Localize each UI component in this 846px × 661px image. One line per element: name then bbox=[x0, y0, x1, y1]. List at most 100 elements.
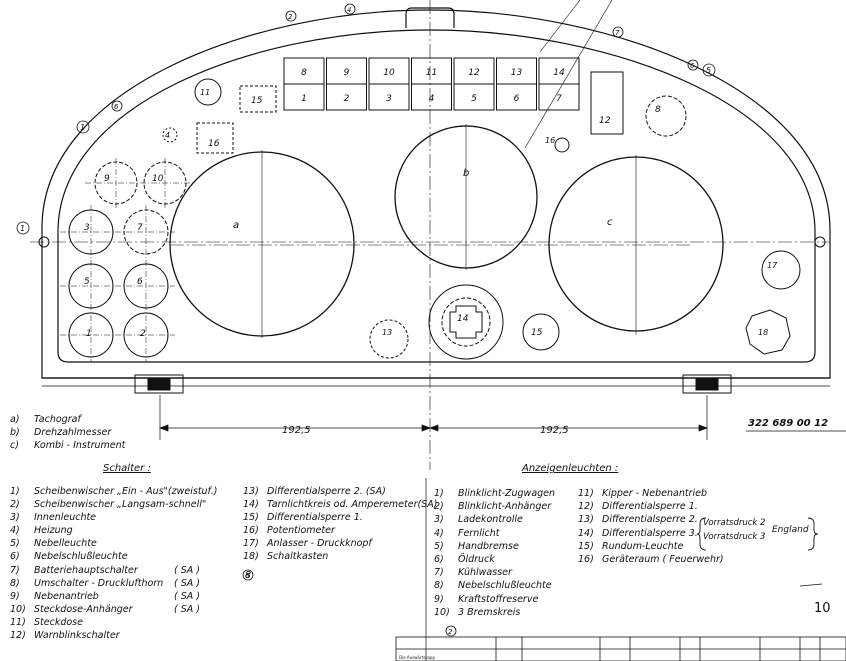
lamp-box-lower-0 bbox=[283, 83, 325, 111]
schalter-mark: 8 bbox=[245, 570, 252, 581]
lamp-box-lower-label: 7 bbox=[556, 94, 562, 104]
hole-4-label: 4 bbox=[165, 131, 170, 140]
legend-row: 15)Rundum-Leuchte bbox=[578, 541, 724, 554]
legend-number: 7) bbox=[10, 564, 20, 576]
lamp-14-inner bbox=[441, 297, 491, 347]
gauge-a-label: a bbox=[233, 220, 239, 231]
lamp-box-lower-label: 3 bbox=[386, 94, 392, 104]
callout-1-top bbox=[76, 120, 90, 134]
box-12-label: 12 bbox=[599, 116, 611, 126]
legend-row: 7)Kühlwasser bbox=[434, 567, 555, 580]
legend-number: 13) bbox=[578, 514, 594, 526]
page-number: 10 bbox=[814, 601, 831, 616]
legend-row: 2)Scheibenwischer „Langsam-schnell" bbox=[10, 499, 206, 512]
lamp-box-lower-4 bbox=[453, 83, 495, 111]
legend-text: 3 Bremskreis bbox=[458, 606, 521, 618]
legend-number: 1) bbox=[434, 488, 444, 499]
legend-text: Drehzahlmesser bbox=[34, 427, 112, 438]
dimension-right: 192,5 bbox=[540, 425, 569, 436]
callout-4-top bbox=[344, 3, 356, 15]
legend-text: Nebelschlußleuchte bbox=[34, 551, 128, 563]
callout-6-right-label: 6 bbox=[690, 62, 695, 70]
legend-row: 8) Nebelschlußleuchte bbox=[434, 580, 555, 593]
legend-row: 16)Geräteraum ( Feuerwehr) bbox=[578, 554, 724, 567]
legend-suffix: ( SA ) bbox=[174, 590, 200, 602]
legend-row: 3)Innenleuchte bbox=[10, 512, 200, 525]
part-number: 322 689 00 12 bbox=[748, 418, 829, 429]
legend-text: Schaltkasten bbox=[267, 551, 329, 563]
callout-5-right-label: 5 bbox=[706, 66, 711, 75]
legend-number: 18) bbox=[243, 551, 259, 563]
legend-row: c)Kombi - Instrument bbox=[10, 440, 125, 453]
panel-inner-outline bbox=[57, 29, 816, 363]
callout-6-left-label: 6 bbox=[114, 103, 119, 111]
lamp-13-label: 13 bbox=[382, 328, 392, 337]
legend-number: a) bbox=[10, 414, 20, 425]
legend-suffix: ( SA ) bbox=[174, 603, 200, 615]
legend-number: 12) bbox=[10, 630, 26, 642]
switch-6-label: 6 bbox=[137, 277, 143, 287]
lamp-box-lower-label: 6 bbox=[514, 94, 520, 104]
lamp-14-outer bbox=[428, 284, 504, 360]
legend-row: 15)Differentialsperre 1. bbox=[243, 512, 437, 525]
legend-number: 10) bbox=[10, 603, 26, 615]
hinge-right bbox=[682, 374, 732, 394]
legend-number: 4) bbox=[10, 525, 20, 537]
legend-number: 5) bbox=[434, 540, 444, 552]
legend-text: Tarnlichtkreis od. Amperemeter(SA) bbox=[267, 499, 438, 511]
lamp-box-lower-2 bbox=[368, 83, 410, 111]
legend-row: 11)Steckdose bbox=[10, 617, 200, 630]
lamp-box-lower-3 bbox=[411, 83, 452, 111]
hole-left-mount bbox=[38, 236, 50, 248]
legend-row: 12)Differentialsperre 1. bbox=[578, 501, 724, 514]
legend-row: 4)Fernlicht bbox=[434, 528, 555, 541]
callout-4-top-label: 4 bbox=[347, 6, 351, 14]
legend-text: Anlasser - Druckknopf bbox=[267, 538, 372, 550]
legend-number: 15) bbox=[243, 512, 259, 524]
vorratsdruck-3: Vorratsdruck 3 bbox=[703, 532, 766, 542]
callout-2-bottom-label: 2 bbox=[448, 628, 453, 636]
legend-number: 2) bbox=[10, 499, 20, 511]
legend-text: Differentialsperre 2. (SA) bbox=[267, 486, 386, 497]
anzeigen-title: Anzeigenleuchten : bbox=[522, 463, 619, 474]
callout-6-left bbox=[111, 100, 123, 112]
lamp-13 bbox=[369, 319, 409, 359]
legend-number: 6) bbox=[10, 551, 20, 563]
legend-text: Heizung bbox=[34, 525, 73, 537]
legend-number: 15) bbox=[578, 540, 594, 552]
legend-number: 3) bbox=[434, 514, 444, 526]
lamp-box-lower-5 bbox=[496, 83, 537, 111]
schalter-list-2: 13)Differentialsperre 2. (SA)14)Tarnlich… bbox=[243, 486, 437, 565]
legend-text: Potentiometer bbox=[267, 525, 335, 537]
schalter-title: Schalter : bbox=[103, 463, 151, 474]
box-16-label: 16 bbox=[208, 139, 220, 149]
legend-text: Differentialsperre 2. bbox=[602, 514, 698, 526]
dimension-left: 192,5 bbox=[282, 425, 311, 436]
legend-row: a)Tachograf bbox=[10, 414, 125, 427]
lamp-15-label: 15 bbox=[531, 328, 543, 338]
switch-9-label: 9 bbox=[104, 174, 110, 184]
legend-text: Kraftstoffreserve bbox=[458, 593, 539, 605]
legend-row: 1)Blinklicht-Zugwagen bbox=[434, 488, 555, 501]
lamp-box-lower-label: 1 bbox=[301, 94, 307, 104]
legend-number: 16) bbox=[578, 553, 594, 565]
legend-text: Nebelschlußleuchte bbox=[458, 580, 552, 592]
legend-text: Differentialsperre 3. bbox=[602, 527, 698, 539]
lamp-box-lower-1 bbox=[326, 83, 367, 111]
gauge-b-label: b bbox=[463, 168, 469, 179]
callout-6-bottom bbox=[242, 569, 254, 581]
legend-text: Scheibenwischer „Ein - Aus"(zweistuf.) bbox=[34, 486, 218, 497]
legend-number: b) bbox=[10, 427, 20, 438]
lamp-box-upper-label: 12 bbox=[468, 68, 480, 78]
legend-number: 2) bbox=[434, 501, 444, 513]
lamp-box-upper-label: 11 bbox=[426, 68, 437, 78]
legend-row: 7)Batteriehauptschalter( SA ) bbox=[10, 565, 200, 578]
lamp-box-upper-label: 9 bbox=[344, 68, 350, 78]
hinge-left bbox=[134, 374, 184, 394]
legend-number: 11) bbox=[578, 488, 594, 499]
lamp-15 bbox=[522, 313, 560, 351]
legend-number: 8) bbox=[434, 580, 444, 592]
